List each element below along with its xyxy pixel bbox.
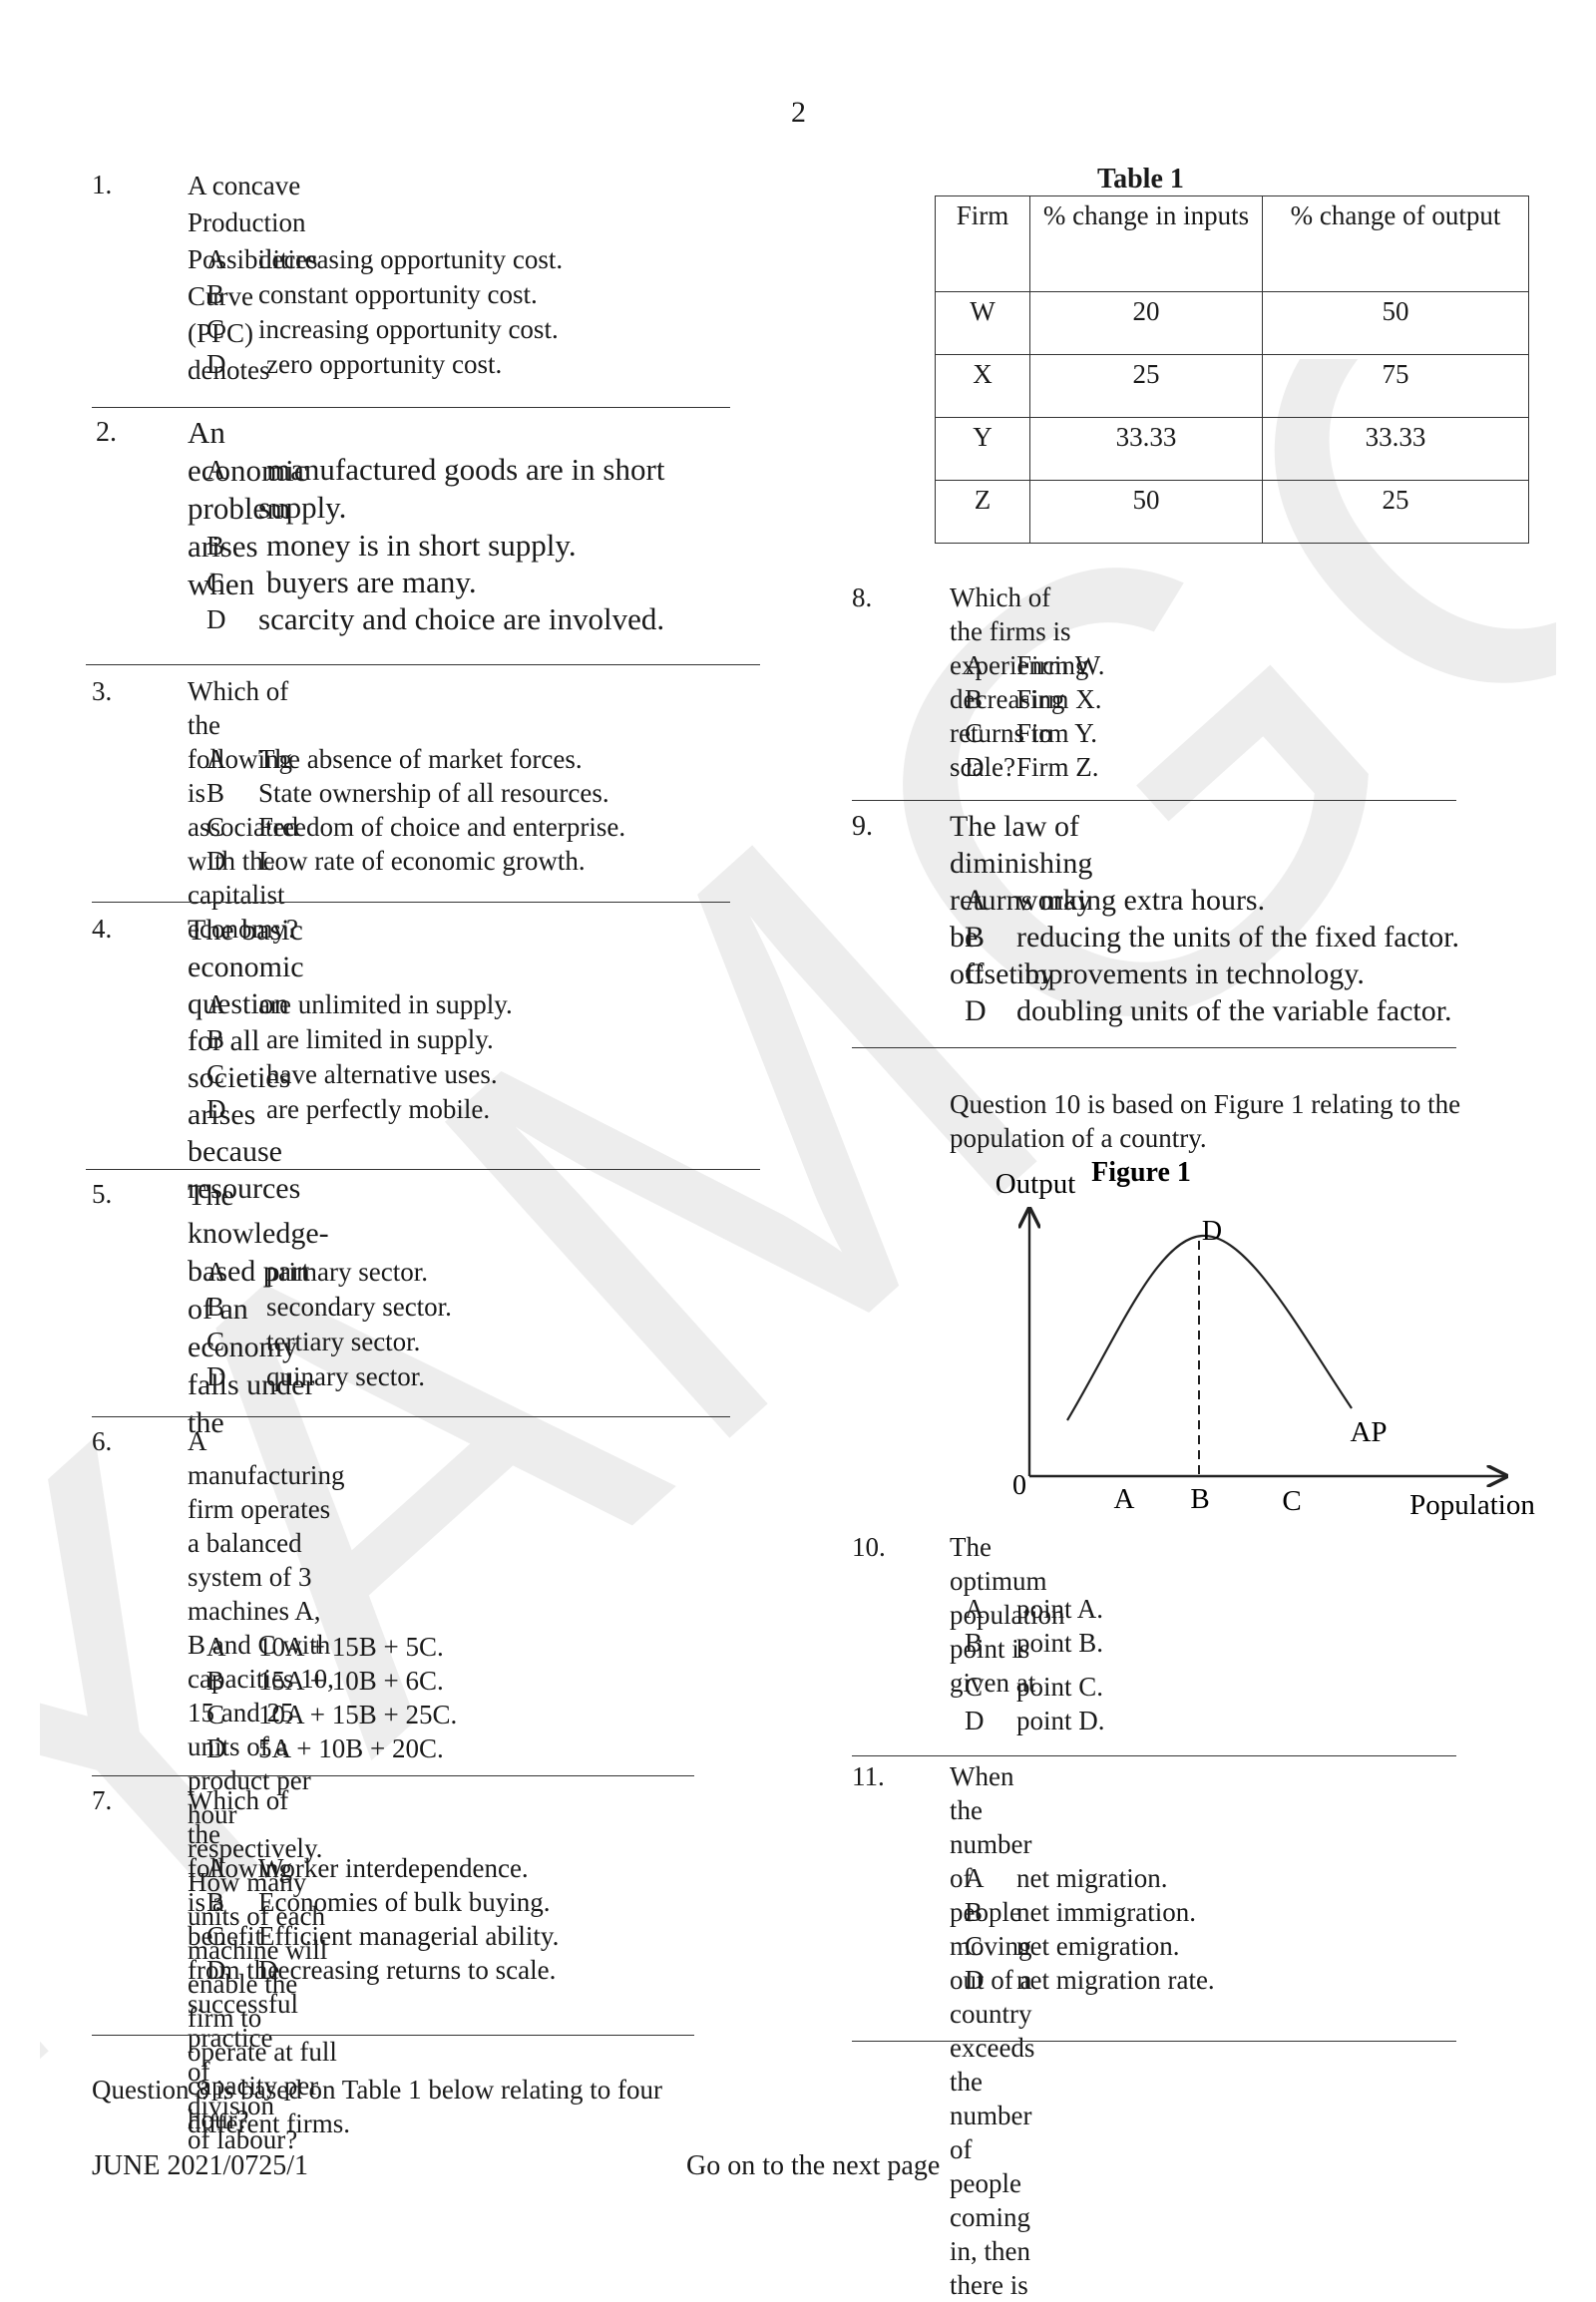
divider bbox=[852, 1047, 1456, 1048]
ap-curve bbox=[1066, 1234, 1353, 1421]
q2-option-b[interactable]: money is in short supply. bbox=[266, 528, 577, 563]
curve-label: AP bbox=[1350, 1416, 1387, 1448]
q9-option-d[interactable]: doubling units of the variable factor. bbox=[1016, 994, 1452, 1027]
q7-option-a[interactable]: Worker interdependence. bbox=[258, 1853, 529, 1883]
divider bbox=[86, 1169, 760, 1170]
q5-option-a[interactable]: primary sector. bbox=[266, 1257, 428, 1287]
q3-option-d[interactable]: Low rate of economic growth. bbox=[258, 846, 586, 876]
q8-option-b[interactable]: Firm X. bbox=[1016, 684, 1102, 714]
q6-option-d[interactable]: 5A + 10B + 20C. bbox=[258, 1733, 444, 1763]
divider bbox=[92, 902, 730, 903]
table-cell: 33.33 bbox=[1029, 417, 1263, 481]
figure-caption: Figure 1 bbox=[1091, 1157, 1191, 1188]
q1-option-b[interactable]: constant opportunity cost. bbox=[258, 279, 538, 309]
q6-option-b[interactable]: 15A + 10B + 6C. bbox=[258, 1666, 444, 1696]
divider bbox=[852, 2041, 1456, 2042]
x-point-label: B bbox=[1190, 1483, 1209, 1515]
table-cell: W bbox=[935, 291, 1030, 355]
q4-option-a[interactable]: are unlimited in supply. bbox=[258, 989, 513, 1019]
table-row: Z 50 25 bbox=[935, 480, 1529, 544]
q11-option-d[interactable]: net migration rate. bbox=[1016, 1965, 1215, 1995]
footer-code: JUNE 2021/0725/1 bbox=[92, 2150, 308, 2181]
table-header: % change of output bbox=[1262, 195, 1529, 292]
table-1-caption: Table 1 bbox=[1097, 164, 1184, 194]
table-cell: 33.33 bbox=[1262, 417, 1529, 481]
q6-option-a[interactable]: 10A + 15B + 5C. bbox=[258, 1632, 444, 1662]
table-cell: 50 bbox=[1262, 291, 1529, 355]
q4-option-b[interactable]: are limited in supply. bbox=[266, 1024, 494, 1054]
q10-option-a[interactable]: point A. bbox=[1016, 1594, 1104, 1624]
table-cell: 75 bbox=[1262, 354, 1529, 418]
q2-option-c[interactable]: buyers are many. bbox=[266, 565, 477, 599]
q7-option-b[interactable]: Economies of bulk buying. bbox=[258, 1887, 551, 1917]
q10-option-c[interactable]: point C. bbox=[1016, 1672, 1104, 1702]
divider bbox=[92, 1775, 694, 1776]
q11-option-b[interactable]: net immigration. bbox=[1016, 1897, 1196, 1927]
table-cell: Z bbox=[935, 480, 1030, 544]
q1-option-a[interactable]: decreasing opportunity cost. bbox=[258, 244, 564, 274]
q10-intro: Question 10 is based on Figure 1 relatin… bbox=[950, 1089, 1461, 1153]
table-header-row: Firm % change in inputs % change of outp… bbox=[935, 195, 1529, 292]
q5-option-d[interactable]: quinary sector. bbox=[266, 1361, 425, 1391]
origin-label: 0 bbox=[1012, 1470, 1026, 1501]
q6-option-c[interactable]: 10A + 15B + 25C. bbox=[258, 1700, 458, 1729]
table-header: Firm bbox=[935, 195, 1030, 292]
q4-option-d[interactable]: are perfectly mobile. bbox=[266, 1094, 491, 1124]
q8-option-c[interactable]: Firm Y. bbox=[1016, 718, 1098, 748]
x-point-label: C bbox=[1282, 1485, 1301, 1517]
x-axis-label: Population bbox=[1409, 1489, 1535, 1521]
q9-option-c[interactable]: improvements in technology. bbox=[1016, 958, 1365, 990]
table-1: Firm % change in inputs % change of outp… bbox=[935, 195, 1529, 544]
q4-option-c[interactable]: have alternative uses. bbox=[266, 1059, 498, 1089]
divider bbox=[92, 1416, 730, 1417]
q9-option-a[interactable]: working extra hours. bbox=[1016, 884, 1266, 917]
table-cell: Y bbox=[935, 417, 1030, 481]
x-point-label: A bbox=[1114, 1483, 1135, 1515]
y-axis-label: Output bbox=[996, 1168, 1076, 1200]
divider bbox=[92, 2035, 694, 2036]
q7-option-c[interactable]: Efficient managerial ability. bbox=[258, 1921, 560, 1951]
q11-option-c[interactable]: net emigration. bbox=[1016, 1931, 1180, 1961]
table-cell: 20 bbox=[1029, 291, 1263, 355]
table-row: Y 33.33 33.33 bbox=[935, 417, 1529, 481]
figure-1: Figure 1 Output D AP 0 A B C Population bbox=[996, 1157, 1536, 1521]
table-cell: X bbox=[935, 354, 1030, 418]
q8-intro: Question 8 is based on Table 1 below rel… bbox=[92, 2075, 662, 2138]
q10-option-b[interactable]: point B. bbox=[1016, 1628, 1104, 1658]
footer-next-page: Go on to the next page bbox=[686, 2150, 941, 2181]
table-cell: 25 bbox=[1262, 480, 1529, 544]
table-header: % change in inputs bbox=[1029, 195, 1263, 292]
divider bbox=[92, 407, 730, 408]
q5-option-b[interactable]: secondary sector. bbox=[266, 1292, 452, 1322]
q3-option-b[interactable]: State ownership of all resources. bbox=[258, 778, 609, 808]
q8-option-d[interactable]: Firm Z. bbox=[1016, 752, 1099, 782]
divider bbox=[852, 800, 1456, 801]
q7-option-d[interactable]: Decreasing returns to scale. bbox=[258, 1955, 557, 1985]
q5-option-c[interactable]: tertiary sector. bbox=[266, 1327, 421, 1356]
divider bbox=[852, 1755, 1456, 1756]
q9-option-b[interactable]: reducing the units of the fixed factor. bbox=[1016, 921, 1460, 954]
q10-option-d[interactable]: point D. bbox=[1016, 1706, 1105, 1735]
q2-option-d[interactable]: scarcity and choice are involved. bbox=[258, 601, 665, 636]
q1-option-d[interactable]: zero opportunity cost. bbox=[266, 349, 503, 379]
table-cell: 50 bbox=[1029, 480, 1263, 544]
q1-option-c[interactable]: increasing opportunity cost. bbox=[258, 314, 559, 344]
q2-option-a[interactable]: manufactured goods are in short bbox=[266, 452, 665, 487]
table-row: W 20 50 bbox=[935, 291, 1529, 355]
q11-option-a[interactable]: net migration. bbox=[1016, 1863, 1168, 1893]
q3-option-c[interactable]: Freedom of choice and enterprise. bbox=[258, 812, 626, 842]
table-cell: 25 bbox=[1029, 354, 1263, 418]
divider bbox=[86, 664, 760, 665]
q8-option-a[interactable]: Firm W. bbox=[1016, 650, 1105, 680]
table-row: X 25 75 bbox=[935, 354, 1529, 418]
peak-label: D bbox=[1202, 1216, 1222, 1247]
q3-option-a[interactable]: The absence of market forces. bbox=[258, 744, 583, 774]
